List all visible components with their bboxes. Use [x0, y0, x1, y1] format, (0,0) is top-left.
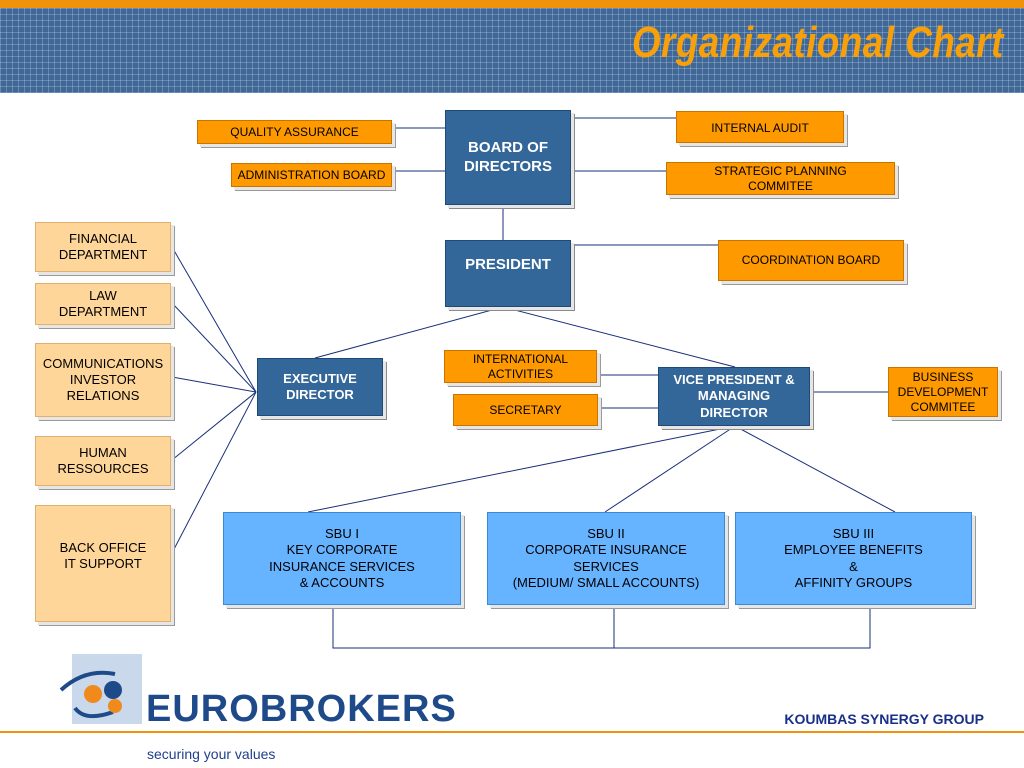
group-name: KOUMBAS SYNERGY GROUP [784, 711, 984, 727]
president-box[interactable]: PRESIDENT [445, 240, 571, 307]
law-department-box[interactable]: LAW DEPARTMENT [35, 283, 171, 325]
internal-audit-box[interactable]: INTERNAL AUDIT [676, 111, 844, 143]
vice-president-box[interactable]: VICE PRESIDENT & MANAGING DIRECTOR [658, 367, 810, 426]
strategic-planning-box[interactable]: STRATEGIC PLANNING COMMITEE [666, 162, 895, 195]
sbu-1-box[interactable]: SBU I KEY CORPORATE INSURANCE SERVICES &… [223, 512, 461, 605]
coordination-board-box[interactable]: COORDINATION BOARD [718, 240, 904, 281]
executive-director-box[interactable]: EXECUTIVE DIRECTOR [257, 358, 383, 416]
board-of-directors-box[interactable]: BOARD OF DIRECTORS [445, 110, 571, 205]
back-office-box[interactable]: BACK OFFICE IT SUPPORT [35, 505, 171, 622]
sbu-3-box[interactable]: SBU III EMPLOYEE BENEFITS & AFFINITY GRO… [735, 512, 972, 605]
international-activities-box[interactable]: INTERNATIONAL ACTIVITIES [444, 350, 597, 383]
tagline: securing your values [147, 746, 276, 762]
sbu-2-box[interactable]: SBU II CORPORATE INSURANCE SERVICES (MED… [487, 512, 725, 605]
header-banner: Organizational Chart [0, 0, 1024, 93]
logo-wordmark: EUROBROKERS [146, 688, 457, 730]
communications-box[interactable]: COMMUNICATIONS INVESTOR RELATIONS [35, 343, 171, 417]
eurobrokers-logo-icon [59, 654, 142, 724]
human-resources-box[interactable]: HUMAN RESSOURCES [35, 436, 171, 486]
header-stripe [0, 0, 1024, 8]
administration-board-box[interactable]: ADMINISTRATION BOARD [231, 163, 392, 187]
quality-assurance-box[interactable]: QUALITY ASSURANCE [197, 120, 392, 144]
footer-divider [0, 731, 1024, 733]
secretary-box[interactable]: SECRETARY [453, 394, 598, 426]
business-development-box[interactable]: BUSINESS DEVELOPMENT COMMITEE [888, 367, 998, 417]
page-title: Organizational Chart [632, 18, 1004, 67]
financial-department-box[interactable]: FINANCIAL DEPARTMENT [35, 222, 171, 272]
